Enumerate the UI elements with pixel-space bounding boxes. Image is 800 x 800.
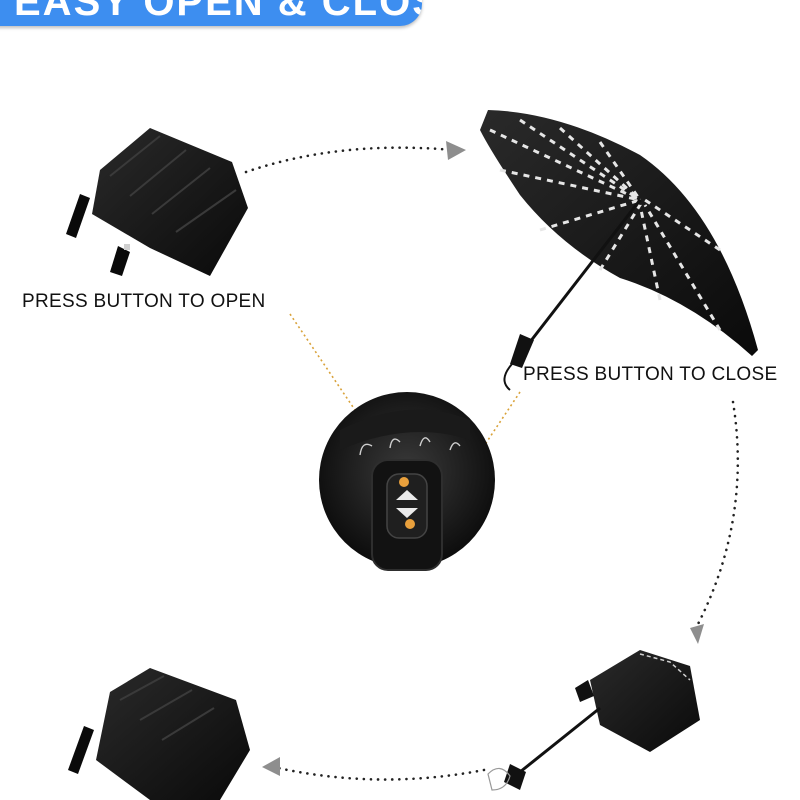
leader-lines bbox=[289, 313, 521, 471]
arrow-path-bottom bbox=[276, 766, 486, 781]
caption-press-to-close: PRESS BUTTON TO CLOSE bbox=[523, 364, 778, 385]
leader-line-close bbox=[467, 391, 521, 471]
leader-line-open bbox=[289, 313, 356, 411]
arrowhead-right-icon bbox=[690, 624, 704, 644]
banner-title: EASY OPEN & CLOSE bbox=[14, 0, 422, 24]
caption-press-to-open: PRESS BUTTON TO OPEN bbox=[22, 291, 266, 312]
arrow-path-right bbox=[694, 400, 740, 630]
cycle-arrows bbox=[244, 146, 740, 781]
closing-umbrella bbox=[487, 650, 700, 791]
arrowhead-bottom-icon bbox=[262, 757, 280, 776]
open-umbrella bbox=[480, 110, 758, 391]
arrow-path-top bbox=[244, 146, 454, 174]
arrowhead-top-icon bbox=[446, 141, 466, 160]
title-banner: EASY OPEN & CLOSE bbox=[0, 0, 422, 26]
arrow-heads bbox=[262, 141, 704, 776]
closed-umbrella-top bbox=[66, 128, 248, 276]
closed-umbrella-bottom bbox=[68, 668, 250, 800]
button-zoom-detail bbox=[319, 392, 495, 571]
